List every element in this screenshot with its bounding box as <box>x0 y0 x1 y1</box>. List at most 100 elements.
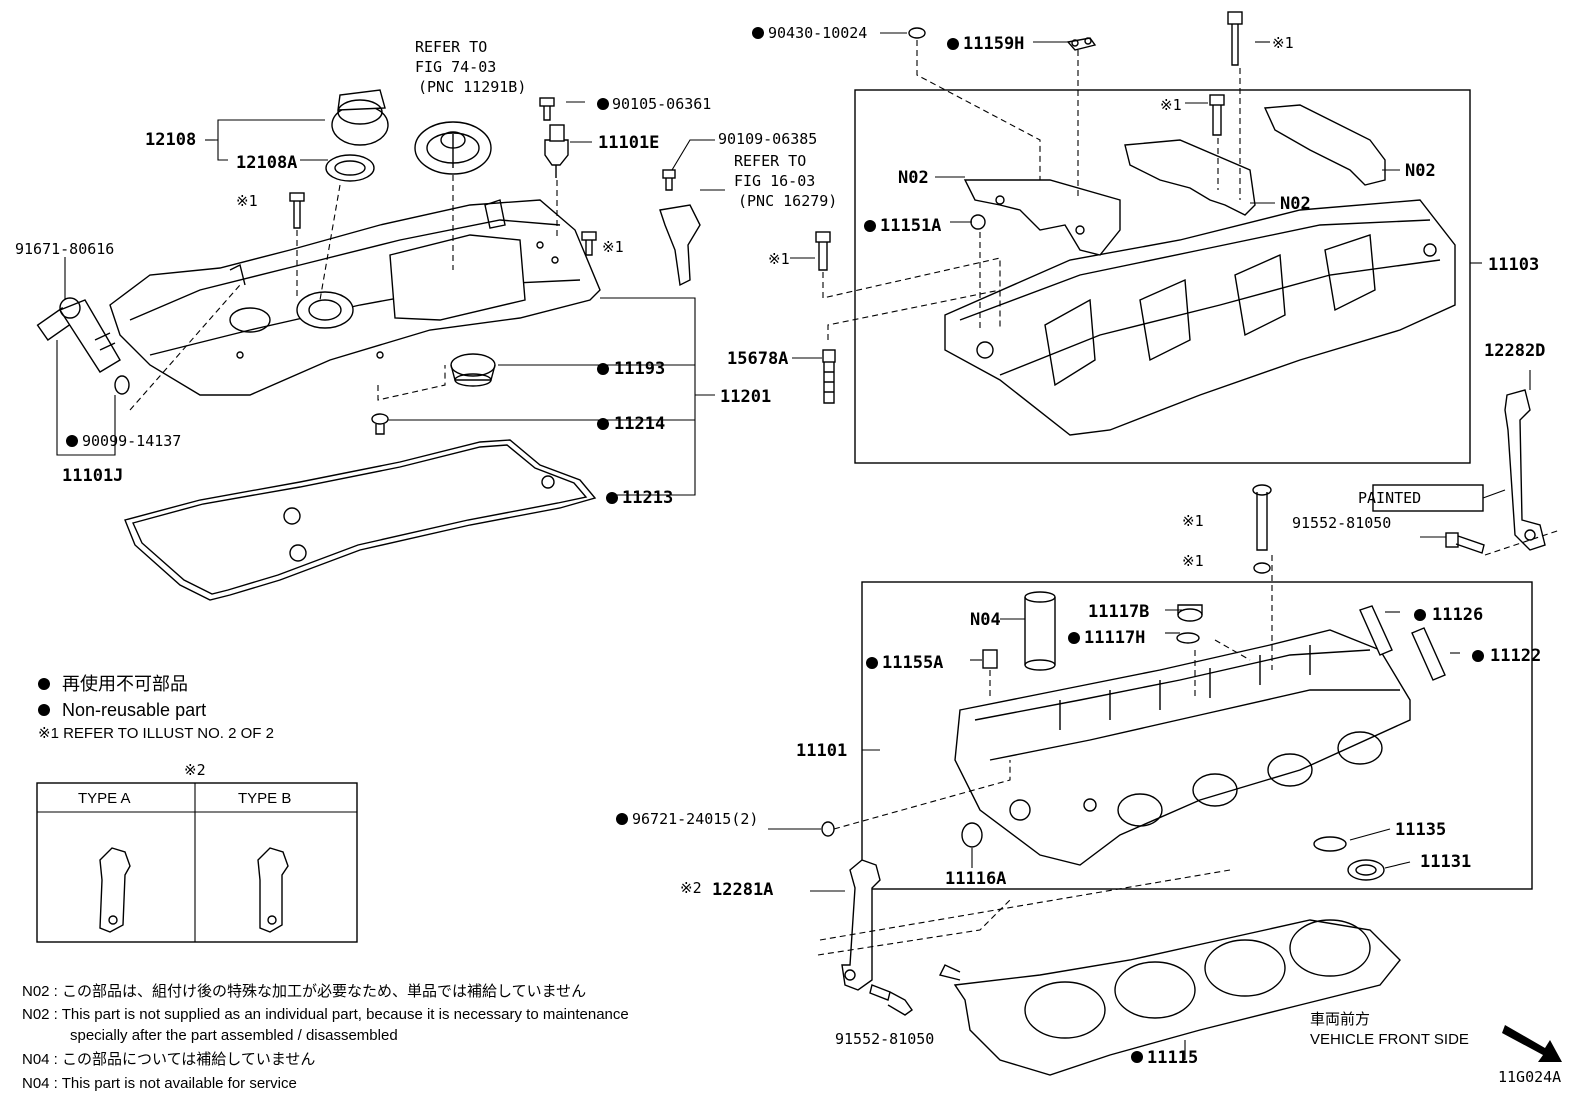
o-ring[interactable] <box>1176 632 1200 644</box>
bolt[interactable] <box>581 231 597 256</box>
label-11151A[interactable]: 11151A <box>880 216 941 236</box>
stud-bolt[interactable] <box>662 169 676 191</box>
oil-seal[interactable] <box>1347 859 1385 881</box>
note-n02-en-1: N02 : This part is not supplied as an in… <box>22 1006 629 1023</box>
o-ring[interactable] <box>114 375 130 395</box>
stud[interactable] <box>822 349 836 404</box>
label-90099-14137[interactable]: 90099-14137 <box>82 432 181 450</box>
valve-guide[interactable] <box>1359 605 1393 656</box>
engine-hanger[interactable] <box>841 859 881 991</box>
bolt[interactable] <box>1445 532 1485 554</box>
label-11101E[interactable]: 11101E <box>598 133 659 153</box>
dowel[interactable] <box>982 649 998 669</box>
label-11117B[interactable]: 11117B <box>1088 602 1149 622</box>
camshaft-bearing-cap[interactable] <box>1263 104 1386 186</box>
label-11135[interactable]: 11135 <box>1395 820 1446 840</box>
front-side-en: VEHICLE FRONT SIDE <box>1310 1031 1469 1048</box>
label-12282D[interactable]: 12282D <box>1484 341 1545 361</box>
cylinder-head-cover[interactable] <box>109 199 601 396</box>
label-N02[interactable]: N02 <box>1280 194 1311 214</box>
label-96721-24015[interactable]: 96721-24015(2) <box>632 810 758 828</box>
label-11126[interactable]: 11126 <box>1432 605 1483 625</box>
label-11103[interactable]: 11103 <box>1488 255 1539 275</box>
label-11201[interactable]: 11201 <box>720 387 771 407</box>
label-91552-81050[interactable]: 91552-81050 <box>1292 514 1391 532</box>
nonreusable-markers <box>66 27 1484 1063</box>
type-table <box>36 782 358 943</box>
label-11214[interactable]: 11214 <box>614 414 665 434</box>
label-11213[interactable]: 11213 <box>622 488 673 508</box>
label-15678A[interactable]: 15678A <box>727 349 788 369</box>
label-12281A[interactable]: 12281A <box>712 880 773 900</box>
label-N04[interactable]: N04 <box>970 610 1001 630</box>
label-90430-10024[interactable]: 90430-10024 <box>768 24 867 42</box>
dummy-part-n04[interactable] <box>1024 591 1056 671</box>
bolt[interactable] <box>1227 11 1243 66</box>
bracket[interactable] <box>659 204 701 287</box>
label-11115[interactable]: 11115 <box>1147 1048 1198 1068</box>
legend-nonreusable-ja: 再使用不可部品 <box>62 674 188 694</box>
head-cover-gasket[interactable] <box>124 439 597 601</box>
label-11122[interactable]: 11122 <box>1490 646 1541 666</box>
bolt[interactable] <box>869 984 913 1016</box>
label-11116A[interactable]: 11116A <box>945 869 1006 889</box>
label-11101J[interactable]: 11101J <box>62 466 123 486</box>
camshaft-bearing-cap[interactable] <box>1124 139 1256 216</box>
washer[interactable] <box>1253 562 1271 574</box>
note-n04-ja: N04 : この部品については補給していません <box>22 1051 315 1068</box>
type-table-title: ※2 <box>184 761 206 779</box>
bolt[interactable] <box>539 97 555 121</box>
note-n02-en-2: specially after the part assembled / dis… <box>70 1027 398 1044</box>
label-91671-80616[interactable]: 91671-80616 <box>15 240 114 258</box>
oil-control-valve-filter[interactable] <box>1066 37 1097 51</box>
valve-guide[interactable] <box>1411 627 1446 681</box>
label-11159H[interactable]: 11159H <box>963 34 1024 54</box>
bolt[interactable] <box>1209 94 1225 136</box>
mark-ref1: ※1 <box>1272 34 1294 52</box>
oil-filler-gasket[interactable] <box>325 154 375 182</box>
bolt[interactable] <box>289 192 305 229</box>
label-N02[interactable]: N02 <box>898 168 929 188</box>
cam-position-sensor[interactable] <box>544 124 569 178</box>
spark-plug-tube-seal[interactable] <box>450 353 496 387</box>
cap[interactable] <box>1177 604 1203 622</box>
toyota-emblem[interactable] <box>414 121 492 175</box>
cylinder-head-gasket[interactable] <box>938 919 1401 1076</box>
ref-fig74-line3: (PNC 11291B) <box>418 78 526 96</box>
label-11193[interactable]: 11193 <box>614 359 665 379</box>
nonreusable-dot <box>38 704 50 716</box>
label-90109-06385[interactable]: 90109-06385 <box>718 130 817 148</box>
oil-filler-cap[interactable] <box>331 89 389 146</box>
cylinder-head-bolt[interactable] <box>1252 484 1272 551</box>
label-90105-06361[interactable]: 90105-06361 <box>612 95 711 113</box>
label-12108[interactable]: 12108 <box>145 130 196 150</box>
note-n02-ja: N02 : この部品は、組付け後の特殊な加工が必要なため、単品では補給していませ… <box>22 983 586 1000</box>
grommet[interactable] <box>371 413 389 435</box>
camshaft-housing[interactable] <box>944 199 1456 436</box>
engine-hanger[interactable] <box>1504 389 1546 551</box>
label-11117H[interactable]: 11117H <box>1084 628 1145 648</box>
plug[interactable] <box>961 822 983 848</box>
label-11101[interactable]: 11101 <box>796 741 847 761</box>
camshaft-bearing-cap[interactable] <box>963 179 1121 256</box>
oil-control-valve[interactable] <box>36 297 121 373</box>
front-side-ja: 車両前方 <box>1310 1011 1370 1028</box>
dowel-pin[interactable] <box>970 214 986 230</box>
ref-fig16-line3: (PNC 16279) <box>738 192 837 210</box>
label-11131[interactable]: 11131 <box>1420 852 1471 872</box>
ref-fig16-line2[interactable]: FIG 16-03 <box>734 172 815 190</box>
mark-ref1: ※1 <box>768 250 790 268</box>
stud-bolt[interactable] <box>815 231 831 271</box>
o-ring[interactable] <box>821 821 835 837</box>
ref-fig74-line2[interactable]: FIG 74-03 <box>415 58 496 76</box>
label-11155A[interactable]: 11155A <box>882 653 943 673</box>
ref-fig74-line1: REFER TO <box>415 38 487 56</box>
label-91552-81050[interactable]: 91552-81050 <box>835 1030 934 1048</box>
mark-ref1: ※1 <box>602 238 624 256</box>
seal-ring[interactable] <box>908 27 926 39</box>
label-12108A[interactable]: 12108A <box>236 153 297 173</box>
label-N02[interactable]: N02 <box>1405 161 1436 181</box>
gasket[interactable] <box>1313 836 1347 852</box>
cylinder-head[interactable] <box>954 629 1411 866</box>
